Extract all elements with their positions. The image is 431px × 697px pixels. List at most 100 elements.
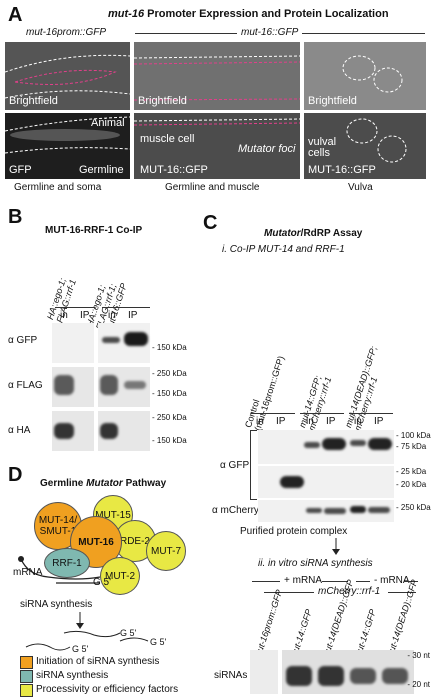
tile4-animal: Animal: [91, 117, 125, 129]
c-sirna-size-1-text: - 30 nt: [407, 651, 430, 660]
c-minus-rule-l: [356, 581, 370, 582]
c-mcherry-size: - 250 kDa: [396, 503, 431, 512]
tile3-label: Brightfield: [308, 95, 357, 107]
legend-swatch-processivity: [20, 684, 33, 697]
tile6-outline: [346, 118, 407, 163]
c-sirna-label: siRNAs: [214, 670, 248, 681]
c-lane-rule-1: [251, 413, 295, 414]
b-ha-band-in1: [54, 423, 74, 439]
c-mch-band-4: [368, 507, 390, 513]
c-mch-band-3: [350, 506, 366, 513]
caption-2: Germline and muscle: [165, 182, 260, 193]
c-plus-rule-l: [252, 581, 280, 582]
c-gfp-size-1: - 100 kDa: [396, 431, 431, 440]
c-down-arrow: [332, 538, 340, 555]
tile6-vulval: vulval cells: [308, 136, 337, 159]
c-minus-rule-r: [404, 581, 418, 582]
c-mch-band-1: [306, 508, 322, 513]
c-minus-mrna: - mRNA: [374, 575, 410, 586]
c-gfp-size-4: - 20 kDa: [396, 480, 427, 489]
tile4-germline: Germline: [79, 164, 124, 176]
c-lane-ip-3: IP: [374, 416, 384, 427]
tile-gfp-2: muscle cell Mutator foci MUT-16::GFP: [134, 113, 300, 179]
b-ha-size-2: - 150 kDa: [152, 436, 187, 445]
b-blot-ha-right: [98, 411, 150, 451]
tile5-foci: Mutator foci: [238, 143, 296, 155]
legend-processivity: Processivity or efficiency factors: [36, 684, 179, 695]
b-lane-in-1: in: [60, 310, 68, 321]
c-purified: Purified protein complex: [240, 526, 348, 537]
mrna-strand-icon: [18, 556, 101, 584]
b-ha-size-1: - 250 kDa: [152, 413, 187, 422]
panel-a-title-rest: Promoter Expression and Protein Localiza…: [144, 8, 389, 20]
tile5-outline: [134, 118, 300, 126]
tile4-outline: [5, 116, 130, 154]
c-mch-rule-l: [264, 592, 314, 593]
c-mcherry-label: α mCherry: [212, 505, 259, 516]
tile2-label: Brightfield: [138, 95, 187, 107]
tile-brightfield-1: Brightfield: [5, 42, 130, 110]
synthesis-label: siRNA synthesis: [20, 599, 93, 610]
c-sirna-blot-1: [250, 650, 278, 694]
panel-a-title-gene: mut-16: [108, 8, 145, 20]
c-lane-in-2: in: [306, 416, 314, 427]
tile-gfp-3: vulval cells MUT-16::GFP: [304, 113, 426, 179]
c-lane-rule-2: [300, 413, 344, 414]
c-mch-band-2: [324, 508, 346, 514]
c-gfp-label: α GFP: [220, 460, 250, 471]
g5-product-2: G 5': [150, 637, 167, 647]
panel-c-title: Mutator/RdRP Assay: [264, 228, 362, 239]
sirna-products-icon: [25, 630, 149, 651]
panel-c-letter: C: [203, 212, 218, 234]
b-row-ha-label: α HA: [8, 425, 31, 436]
b-gfp-size-1: - 150 kDa: [152, 343, 187, 352]
panel-b-title: MUT-16-RRF-1 Co-IP: [45, 225, 143, 236]
tile-brightfield-2: Brightfield: [134, 42, 300, 110]
b-flag-band-in2: [100, 375, 118, 395]
b-gfp-band-ip: [124, 332, 148, 346]
b-blot-gfp-right: [98, 323, 150, 363]
col1-header: mut-16prom::GFP: [26, 27, 107, 38]
c-sirna-band-4: [382, 668, 408, 684]
tile3-outline: [342, 55, 403, 93]
tile4-gfp: GFP: [9, 164, 32, 176]
legend-swatch-initiation: [20, 656, 33, 669]
c-sirna-size-2-text: - 20 nt: [407, 680, 430, 689]
tile-brightfield-3: Brightfield: [304, 42, 426, 110]
c-lane-in-1: in: [256, 416, 264, 427]
c-band-a1: [304, 442, 320, 448]
b-ha-band-in2: [100, 423, 118, 439]
c-blot-mcherry: [258, 500, 394, 522]
c-sirna-band-1: [286, 666, 312, 686]
b-lane-rule-2: [102, 307, 150, 308]
panel-a-letter: A: [8, 4, 23, 26]
legend-initiation: Initiation of siRNA synthesis: [36, 656, 160, 667]
tile-gfp-1: Animal GFP Germline: [5, 113, 130, 179]
c-gfp-bracket: [250, 430, 257, 500]
panel-d-letter: D: [8, 464, 23, 486]
protein-mut7: MUT-7: [146, 531, 186, 571]
b-lane-rule-1: [55, 307, 95, 308]
b-lane-ip-1: IP: [80, 310, 90, 321]
b-flag-band-ip2: [124, 381, 146, 389]
panel-d-title-pre: Germline: [40, 478, 87, 489]
c-sirna-blot-2: [282, 650, 414, 694]
protein-mut2: MUT-2: [100, 557, 140, 595]
caption-3: Vulva: [348, 182, 373, 193]
b-flag-size-2: - 150 kDa: [152, 389, 187, 398]
col2-header: mut-16::GFP: [237, 27, 303, 38]
c-band-a3: [350, 440, 366, 446]
c-band-a2: [322, 438, 346, 450]
c-lane-ip-1: IP: [276, 416, 286, 427]
b-blot-gfp-left: [52, 323, 94, 363]
c-plus-rule-r: [322, 581, 348, 582]
c-lane-rule-3: [349, 413, 393, 414]
panel-c-title-rest: /RdRP Assay: [300, 228, 363, 239]
tile1-outline: [5, 54, 130, 99]
panel-d-title-post: Pathway: [122, 478, 167, 489]
tile5-muscle: muscle cell: [140, 133, 195, 145]
b-lane-ip-2: IP: [128, 310, 138, 321]
g5-label: G 5': [93, 577, 112, 588]
b-flag-size-1: - 250 kDa: [152, 369, 187, 378]
